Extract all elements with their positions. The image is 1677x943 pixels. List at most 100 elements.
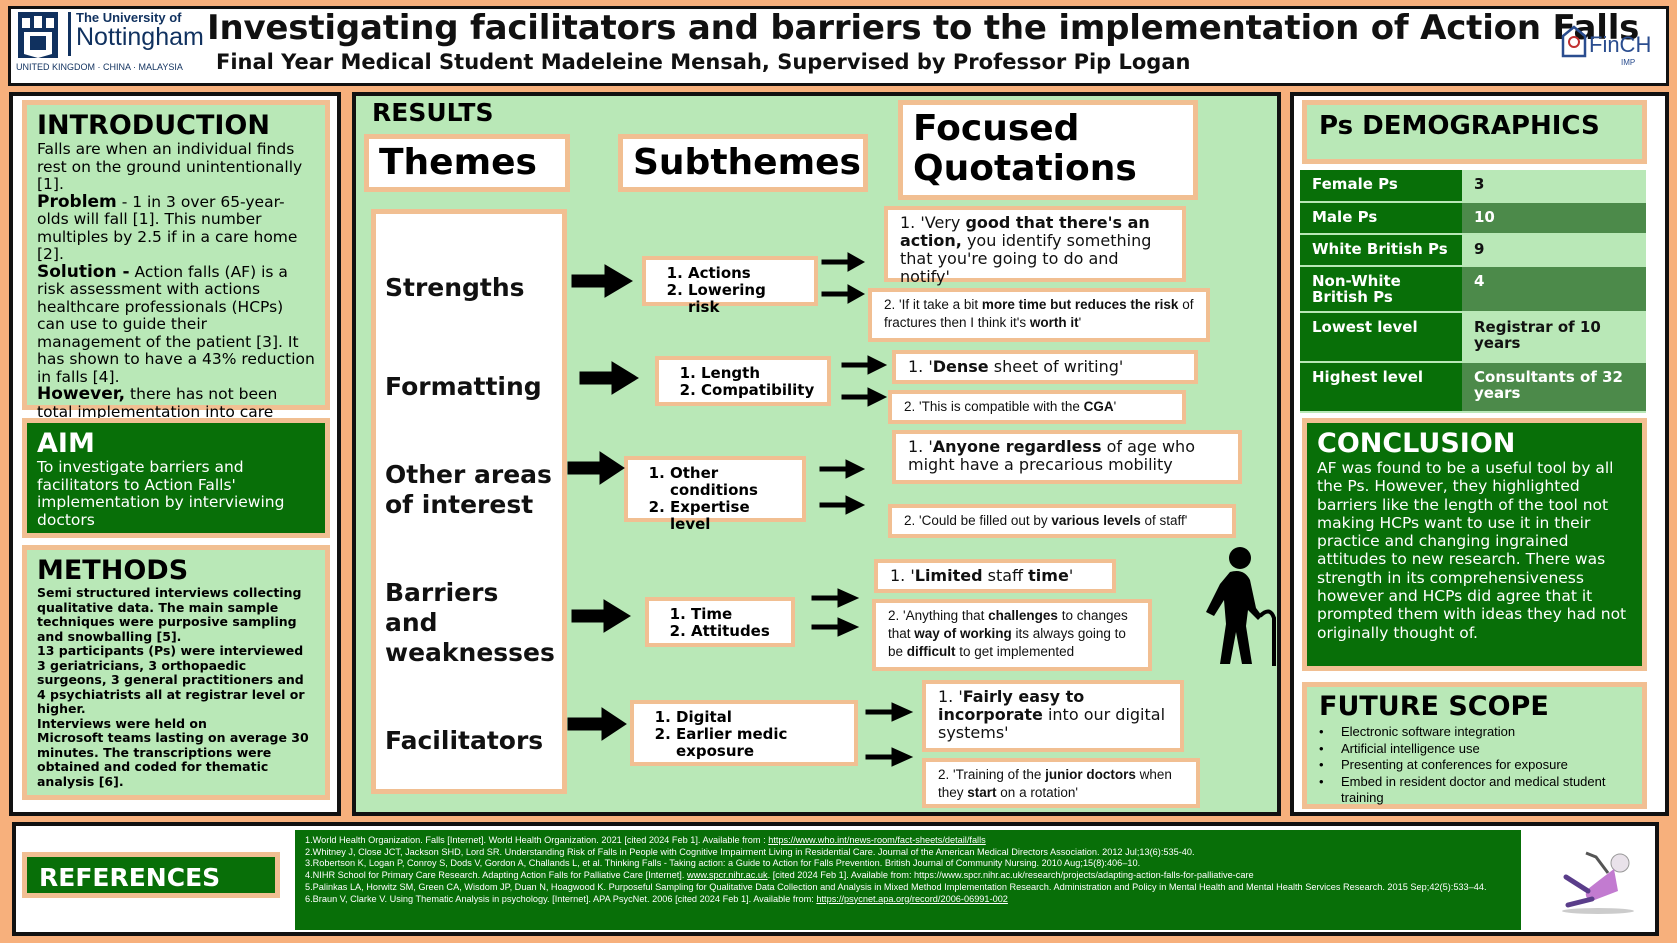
list-item: 4.NIHR School for Primary Care Research.… [305,870,1254,881]
poster-title: Investigating facilitators and barriers … [207,8,1640,48]
demo-value: Consultants of 32 years [1462,362,1646,413]
quote-facilitators-1: 1. 'Fairly easy to incorporate into our … [922,680,1184,752]
conclusion-title: CONCLUSION [1317,428,1516,459]
subtheme-item: Actions [688,265,802,282]
references-list: 1.World Health Organization. Falls [Inte… [295,830,1521,930]
list-item: 2.Whitney J, Close JCT, Jackson SHD, Lor… [305,846,1195,857]
list-item: 5.Palinkas LA, Horwitz SM, Green CA, Wis… [305,881,1487,892]
demographics-title: Ps DEMOGRAPHICS [1319,111,1600,141]
subtheme-box-facilitators: DigitalEarlier medic exposure [630,700,858,766]
aim-title: AIM [37,428,95,459]
finch-logo-sub: IMP [1621,58,1636,67]
demo-key: Lowest level [1300,312,1462,363]
theme-label: weaknesses [385,638,555,667]
aim-section: AIM To investigate barriers and facilita… [22,418,330,538]
methods-p1: Semi structured interviews collecting qu… [37,585,302,644]
future-scope-section: FUTURE SCOPE Electronic software integra… [1302,682,1647,809]
subtheme-item: Compatibility [701,382,815,399]
demo-value: 3 [1462,170,1646,203]
falling-person-icon [1562,851,1634,914]
problem-text: - 1 in 3 over 65-year-olds will fall [1]… [37,192,298,263]
demo-key: Male Ps [1300,202,1462,235]
references-title: REFERENCES [22,852,280,898]
solution-text: Action falls (AF) is a risk assessment w… [37,262,315,386]
intro-p1: Falls are when an individual finds rest … [37,140,303,193]
methods-p3: Interviews were held on [37,715,207,731]
quote-other-1: 1. 'Anyone regardless of age who might h… [892,430,1242,484]
theme-strengths: Strengths [385,273,525,303]
theme-label: Formatting [385,372,542,401]
university-crest-icon [18,12,58,58]
solution-label: Solution - [37,261,130,282]
reference-link[interactable]: https://psycnet.apa.org/record/2006-0699… [816,893,1008,904]
finch-logo-text: FinCH [1589,32,1652,57]
finch-logo: FinCH IMP [1555,10,1652,72]
conclusion-section: CONCLUSION AF was found to be a useful t… [1302,418,1647,671]
methods-section: METHODS Semi structured interviews colle… [22,545,330,800]
reference-link[interactable]: https://www.who.int/news-room/fact-sheet… [768,835,986,845]
subtheme-box-other-areas: Other conditionsExpertise level [624,456,806,533]
university-name: Nottingham [76,23,204,51]
list-item: 1.World Health Organization. Falls [Inte… [305,835,986,845]
poster-header [8,6,1669,86]
theme-label: Facilitators [385,726,544,755]
subtheme-item: Expertise level [670,499,790,533]
quote-strengths-2: 2. 'If it take a bit more time but reduc… [868,288,1210,342]
subtheme-item: Earlier medic exposure [676,726,842,760]
demo-value: Registrar of 10 years [1462,312,1646,363]
theme-label: Other areas [385,460,552,489]
methods-p2: 13 participants (Ps) were interviewed 3 … [37,643,305,716]
list-item: 6.Braun V, Clarke V. Using Thematic Anal… [305,893,1008,904]
subthemes-header: Subthemes [618,134,868,192]
introduction-text: Falls are when an individual finds rest … [37,140,315,456]
demo-key: Female Ps [1300,170,1462,203]
list-item: Presenting at conferences for exposure [1319,757,1630,774]
future-scope-list: Electronic software integration Artifici… [1319,724,1630,807]
theme-label: Barriers [385,578,499,607]
themes-column [371,209,567,794]
quotations-header: Focused Quotations [898,100,1198,200]
subtheme-box-strengths: ActionsLowering risk [642,256,818,316]
subtheme-item: Digital [676,709,842,726]
university-tagline: UNITED KINGDOM · CHINA · MALAYSIA [16,62,183,72]
quotations-header-line1: Focused [913,108,1080,149]
theme-facilitators: Facilitators [385,726,543,756]
list-item: Electronic software integration [1319,724,1630,741]
introduction-title: INTRODUCTION [37,110,270,141]
poster-subtitle: Final Year Medical Student Madeleine Men… [216,50,1191,74]
theme-formatting: Formatting [385,372,542,402]
subtheme-box-barriers: TimeAttitudes [645,597,795,647]
list-item: Artificial intelligence use [1319,741,1630,758]
theme-label: of interest [385,490,534,519]
methods-p4: Microsoft teams lasting on average 30 mi… [37,730,309,789]
quote-strengths-1: 1. 'Very good that there's an action, yo… [884,206,1186,286]
demo-value: 10 [1462,202,1646,235]
demo-key: White British Ps [1300,234,1462,267]
aim-text: To investigate barriers and facilitators… [37,458,285,529]
theme-label: and [385,608,438,637]
introduction-section: INTRODUCTION Falls are when an individua… [22,100,330,455]
methods-text: Semi structured interviews collecting qu… [37,585,315,789]
conclusion-text: AF was found to be a useful tool by all … [1317,459,1627,642]
subtheme-item: Attitudes [691,623,779,640]
quote-formatting-2: 2. 'This is compatible with the CGA' [888,390,1186,424]
theme-label: Strengths [385,273,525,302]
methods-title: METHODS [37,555,189,586]
elderly-person-icon [1206,547,1276,666]
subtheme-item: Length [701,365,815,382]
quote-facilitators-2: 2. 'Training of the junior doctors when … [922,758,1200,808]
quote-formatting-1: 1. 'Dense sheet of writing' [892,350,1198,384]
demo-value: 4 [1462,266,1646,313]
results-title: RESULTS [372,98,494,127]
list-item: 3.Robertson K, Logan P, Conroy S, Dods V… [305,858,1141,869]
reference-link[interactable]: www.spcr.nihr.ac.uk [686,870,768,881]
quote-barriers-2: 2. 'Anything that challenges to changes … [872,599,1152,671]
demo-key: Non-White British Ps [1300,266,1462,313]
future-scope-title: FUTURE SCOPE [1319,691,1549,722]
